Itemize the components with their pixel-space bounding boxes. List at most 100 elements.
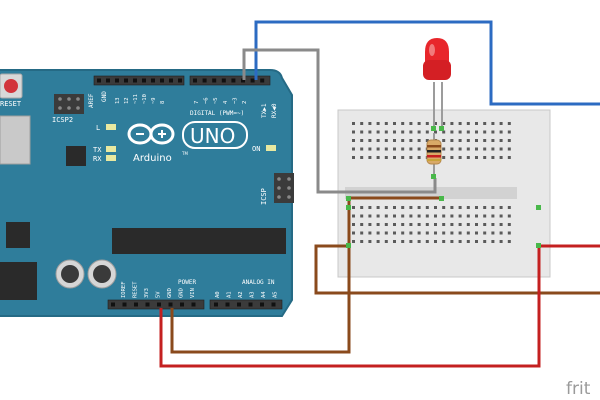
breadboard-hole (442, 240, 446, 243)
breadboard-hole (442, 122, 446, 125)
breadboard-hole (401, 206, 405, 209)
breadboard-hole (458, 231, 462, 235)
breadboard-hole (352, 122, 355, 125)
breadboard-hole (442, 130, 446, 134)
breadboard-hole (507, 139, 511, 142)
breadboard-hole (483, 206, 487, 209)
digital-pin-holes (97, 78, 265, 83)
breadboard-hole (450, 240, 454, 243)
breadboard-hole (368, 122, 372, 125)
breadboard-hole (491, 206, 495, 209)
header-pin-hole (134, 302, 138, 307)
breadboard-hole (458, 206, 462, 209)
header-pin-hole (260, 302, 264, 307)
breadboard-hole (368, 206, 372, 209)
breadboard-hole (368, 139, 372, 142)
breadboard-hole (368, 231, 372, 235)
breadboard-hole (360, 156, 364, 159)
breadboard-hole (417, 214, 421, 218)
power-label: POWER (178, 279, 196, 286)
pin-label: GND (179, 288, 185, 298)
breadboard-hole (475, 139, 478, 142)
breadboard-hole (401, 139, 405, 142)
pin-label: 13 (115, 97, 121, 104)
breadboard-hole (434, 206, 437, 209)
breadboard-hole (491, 240, 495, 243)
breadboard-hole (401, 223, 405, 226)
breadboard-hole (425, 240, 429, 243)
breadboard-hole (368, 240, 372, 243)
header-pin-hole (111, 302, 115, 307)
breadboard-hole (384, 130, 388, 134)
breadboard-hole (458, 223, 462, 226)
breadboard-hole (393, 130, 396, 134)
pin-label: A0 (215, 291, 221, 298)
breadboard-hole (384, 240, 388, 243)
icsp-header (274, 173, 294, 203)
breadboard-hole (475, 214, 478, 218)
header-pin-hole (145, 302, 150, 307)
breadboard-hole (450, 223, 454, 226)
icsp2-label: ICSP2 (52, 116, 73, 124)
pin-label: ~3 (232, 97, 238, 104)
analog-label: ANALOG IN (242, 279, 275, 286)
header-pin-hole (124, 78, 128, 83)
breadboard-hole (499, 223, 503, 226)
header-pin-hole (122, 302, 127, 307)
breadboard-hole (434, 240, 437, 243)
wire-brown-rail (314, 244, 600, 295)
breadboard-hole (507, 122, 511, 125)
connection-markers (346, 126, 541, 248)
fritzing-watermark: frit (566, 379, 591, 399)
breadboard-hole (466, 240, 470, 243)
breadboard-hole (466, 156, 470, 159)
pin-label: 7 (194, 101, 200, 104)
breadboard-hole (450, 214, 454, 218)
breadboard-hole (507, 231, 511, 235)
breadboard-hole (376, 122, 380, 125)
breadboard-hole (352, 130, 355, 134)
breadboard-hole (499, 214, 503, 218)
breadboard-hole (458, 240, 462, 243)
pin-label: RESET (133, 281, 139, 298)
pin-label: IOREF (121, 281, 127, 298)
breadboard-hole (409, 139, 413, 142)
pin-label: ~11 (133, 94, 139, 104)
header-pin-hole (260, 78, 265, 83)
breadboard-hole (466, 147, 470, 151)
status-leds (106, 124, 276, 161)
breadboard-hole (360, 130, 364, 134)
breadboard-hole (376, 130, 380, 134)
breadboard-hole (393, 223, 396, 226)
breadboard-hole (466, 206, 470, 209)
led-l-label: L (96, 124, 100, 132)
wire-red-5v (159, 244, 600, 368)
header-pin-hole (142, 78, 146, 83)
breadboard-holes (352, 122, 511, 243)
breadboard-hole (458, 130, 462, 134)
breadboard-hole (491, 147, 495, 151)
breadboard-hole (507, 206, 511, 209)
red-led (423, 38, 451, 80)
breadboard-hole (491, 122, 495, 125)
breadboard-hole (360, 147, 364, 151)
pin-label: 2 (242, 101, 248, 104)
breadboard-hole (376, 139, 380, 142)
breadboard-hole (507, 240, 511, 243)
header-pin-hole (178, 78, 182, 83)
wire-gray (242, 48, 437, 194)
breadboard-hole (425, 231, 429, 235)
breadboard-hole (466, 231, 470, 235)
uno-label: UNO (190, 124, 235, 148)
breadboard-hole (483, 147, 487, 151)
breadboard-hole (483, 122, 487, 125)
breadboard-hole (360, 231, 364, 235)
led-tx-label: TX (93, 146, 102, 154)
breadboard-hole (442, 147, 446, 151)
header-pin-hole (231, 78, 236, 83)
icsp2-header (54, 94, 84, 114)
breadboard-hole (393, 139, 396, 142)
